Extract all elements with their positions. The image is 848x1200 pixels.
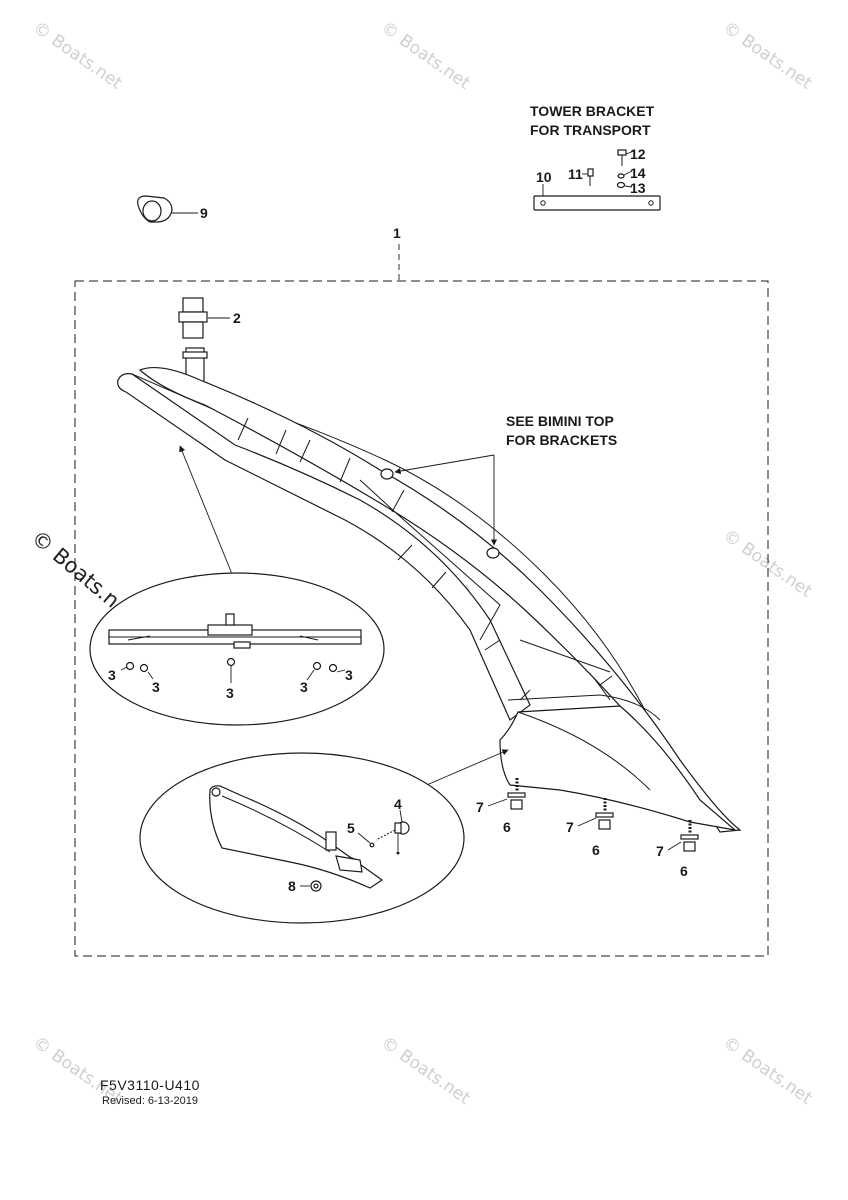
tower-bracket-group: TOWER BRACKET FOR TRANSPORT 10 11 12 14 [530, 103, 661, 211]
callout-6: 6 [680, 863, 688, 879]
nut-6 [598, 819, 611, 830]
bracket-hole [540, 200, 546, 206]
callout-3: 3 [152, 679, 160, 695]
bimini-note-line2: FOR BRACKETS [506, 432, 617, 448]
watermark-text: © Boats.net [719, 526, 816, 602]
washer-5 [357, 832, 375, 848]
watermark-text: © Boats.net [719, 1033, 816, 1109]
callout-1: 1 [393, 225, 401, 241]
callout-2: 2 [233, 310, 241, 326]
bolt-4 [375, 809, 410, 855]
bracket-hole [648, 200, 654, 206]
bracket-plate [533, 195, 661, 211]
tower-frame [117, 347, 742, 852]
tower-bracket-heading-line1: TOWER BRACKET [530, 103, 655, 119]
callout-3: 3 [345, 667, 353, 683]
nut-13 [616, 181, 633, 189]
bolt-12 [617, 149, 635, 166]
callout-6: 6 [592, 842, 600, 858]
detail-crossbar [89, 445, 385, 726]
callout-7: 7 [476, 799, 484, 815]
callout-12: 12 [630, 146, 646, 162]
detail-arrow-panel [421, 749, 509, 788]
watermark-text: © Boats.net [29, 18, 126, 94]
callout-6: 6 [503, 819, 511, 835]
callout-3: 3 [108, 667, 116, 683]
callout-14: 14 [630, 165, 646, 181]
bimini-bracket [486, 547, 500, 559]
washer-7 [680, 834, 699, 840]
callout-8: 8 [288, 878, 296, 894]
washer-7 [595, 812, 614, 818]
mount-bolt-7 [515, 778, 692, 834]
watermark-text: © Boats.net [377, 18, 474, 94]
callout-3: 3 [226, 685, 234, 701]
callout-13: 13 [630, 180, 646, 196]
bimini-bracket [380, 468, 394, 480]
callout-5: 5 [347, 820, 355, 836]
screw-11 [582, 168, 594, 186]
cap-2 [178, 297, 230, 339]
callout-7: 7 [566, 819, 574, 835]
nut-6 [683, 841, 696, 852]
bimini-arrow [394, 454, 495, 475]
assembly-boundary [74, 280, 769, 957]
washer-7 [507, 792, 526, 798]
callout-4: 4 [394, 796, 402, 812]
washer-14 [617, 170, 633, 179]
callout-3: 3 [300, 679, 308, 695]
nut-6 [510, 799, 523, 810]
callout-10: 10 [536, 169, 552, 185]
bimini-note-line1: SEE BIMINI TOP [506, 413, 614, 429]
callout-9: 9 [200, 205, 208, 221]
detail-arrow-crossbar [179, 445, 233, 575]
detail-side-panel [139, 749, 509, 924]
callout-11: 11 [568, 166, 583, 182]
watermark-text: © Boats.net [719, 18, 816, 94]
plug-9 [137, 195, 198, 223]
callout-7: 7 [656, 843, 664, 859]
nut-8 [300, 880, 322, 892]
revised-date: Revised: 6-13-2019 [102, 1095, 198, 1107]
part-number: F5V3110-U410 [100, 1077, 200, 1093]
watermark-text: © Boats.net [377, 1033, 474, 1109]
tower-bracket-heading-line2: FOR TRANSPORT [530, 122, 651, 138]
